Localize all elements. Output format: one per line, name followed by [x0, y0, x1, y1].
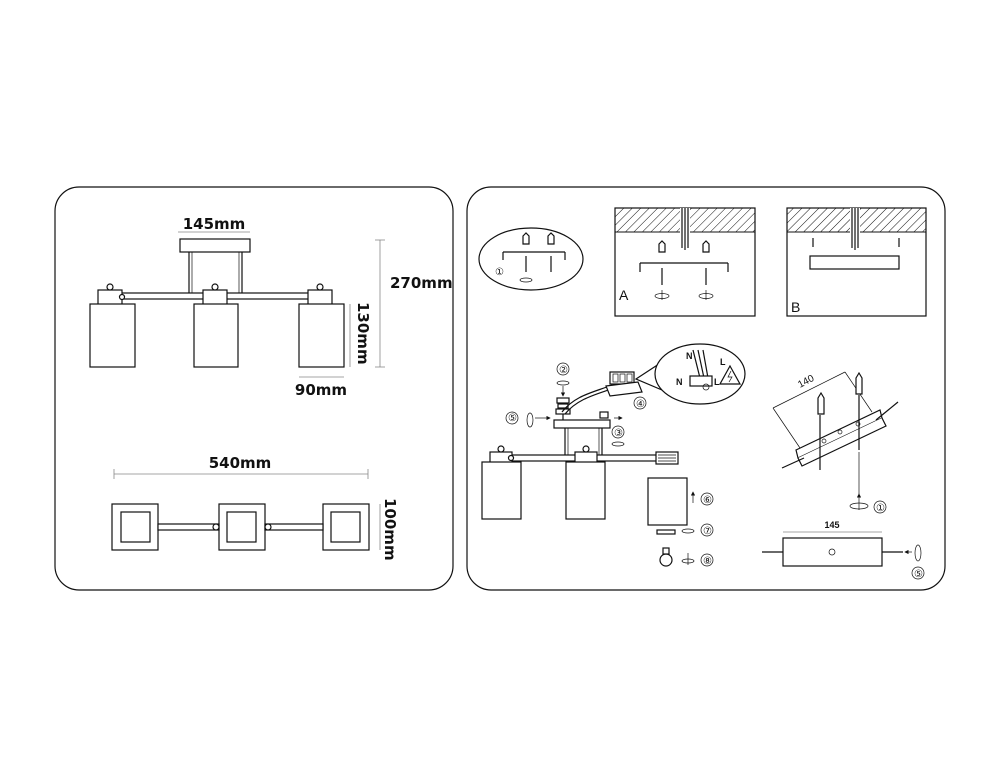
anchor-detail: ①	[478, 227, 584, 291]
installation-panel: ① A	[466, 186, 946, 591]
mounting-bracket-diagram: 140 ①	[772, 371, 899, 514]
step-8-mark: ⑧	[703, 556, 712, 567]
step-6-mark: ⑥	[703, 495, 712, 506]
front-view-drawing: 145mm 270mm	[89, 215, 453, 399]
variant-a-label: A	[619, 287, 629, 303]
shade-width-label: 90mm	[295, 381, 347, 399]
step-1-mark: ①	[495, 267, 504, 278]
step-5-mark: ⑤	[508, 413, 517, 424]
wire-live-label: L	[720, 357, 726, 367]
variant-b-diagram: B	[786, 207, 927, 317]
step-5b-mark: ⑤	[914, 569, 923, 580]
assembly-diagram: ② ⑤ ③	[481, 343, 746, 567]
variant-b-label: B	[791, 299, 800, 315]
step-4-mark: ④	[636, 399, 645, 410]
height-label: 270mm	[390, 274, 453, 292]
top-view-drawing: 540mm 100mm	[111, 454, 399, 561]
dimensions-panel: 145mm 270mm	[54, 186, 454, 591]
step-2-mark: ②	[559, 365, 568, 376]
step-1b-mark: ①	[876, 503, 885, 514]
wire-neutral-2-label: N	[676, 377, 683, 387]
step-3-mark: ③	[614, 428, 623, 439]
variant-a-diagram: A	[614, 207, 756, 317]
plate-side-diagram: 145 ⑤	[762, 520, 925, 580]
top-width-label: 145mm	[183, 215, 246, 233]
total-length-label: 540mm	[209, 454, 272, 472]
wire-neutral-label: N	[686, 351, 693, 361]
plate-length-label: 145	[824, 520, 839, 530]
depth-label: 100mm	[381, 498, 399, 561]
shade-height-label: 130mm	[354, 302, 372, 365]
wire-live-2-label: L	[714, 377, 720, 387]
step-7-mark: ⑦	[703, 526, 712, 537]
